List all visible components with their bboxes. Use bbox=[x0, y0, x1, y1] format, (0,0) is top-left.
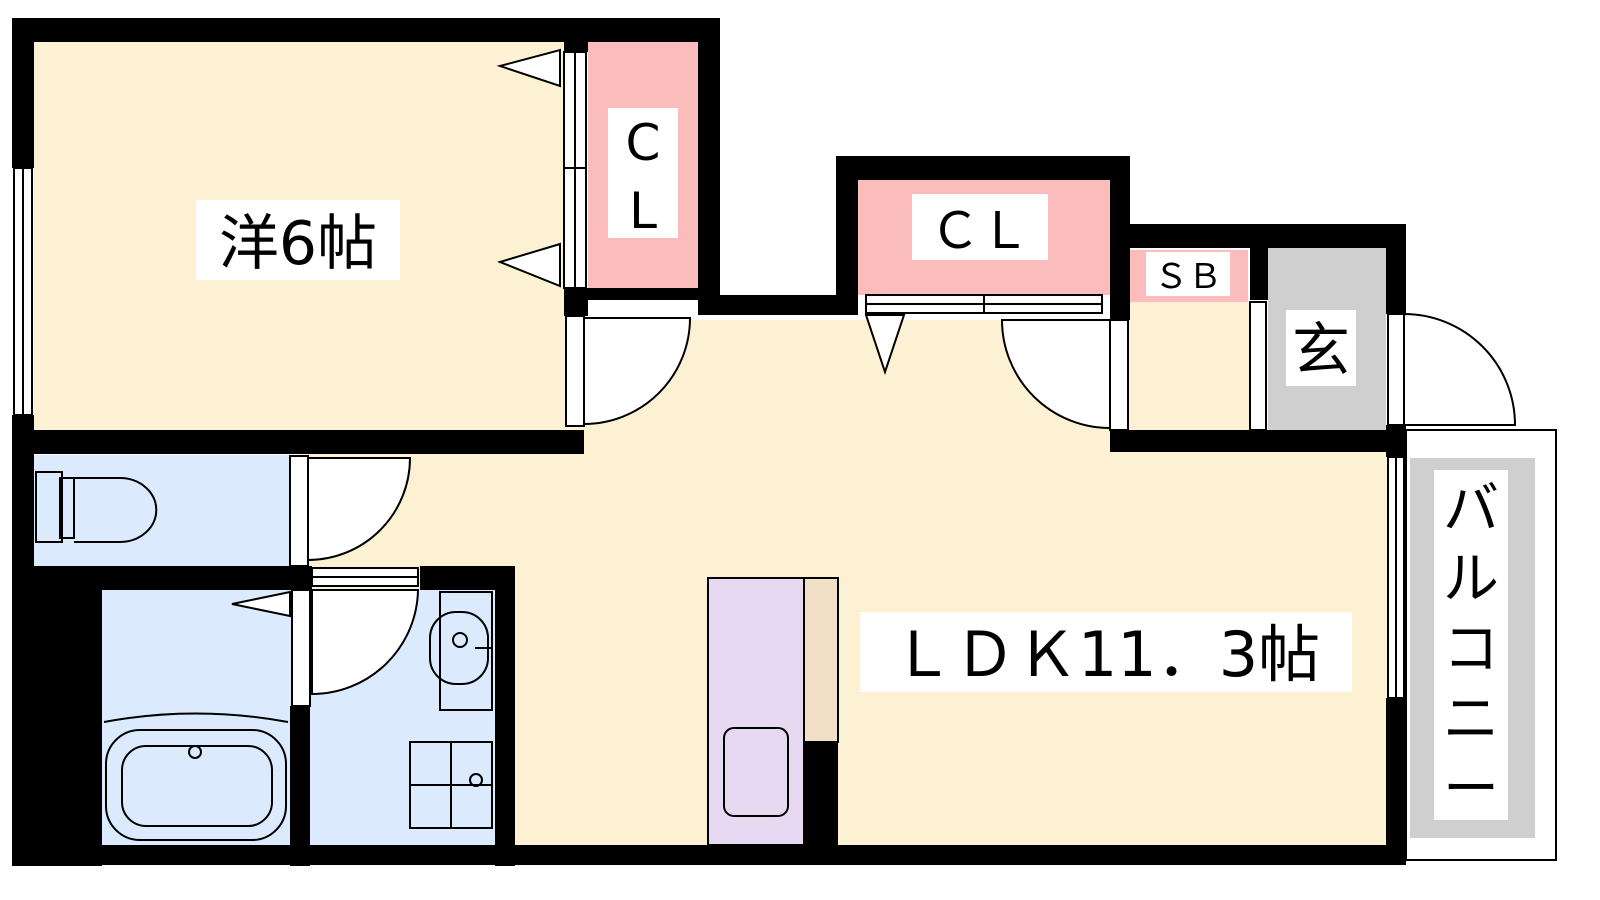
door-western-swing bbox=[583, 317, 692, 426]
sink-icon bbox=[429, 591, 493, 711]
shoe-box-label: ＳＢ bbox=[1154, 257, 1222, 297]
closet-top-door-arrow bbox=[864, 314, 906, 376]
closet-top-label: ＣＬ bbox=[930, 202, 1030, 260]
door-entrance-frame bbox=[1387, 313, 1405, 426]
door-western-frame bbox=[565, 315, 585, 427]
door-washroom-frame bbox=[291, 589, 311, 707]
walls bbox=[12, 18, 1406, 866]
fixtures bbox=[35, 429, 1557, 861]
door-entrance-inner bbox=[1249, 301, 1267, 431]
closet-left-label-c: C bbox=[626, 114, 661, 172]
wall bbox=[495, 566, 515, 866]
labels: 洋6帖 C L ＣＬ ＳＢ 玄 ＬＤＫ11．3帖 バ ル コ ニ ー bbox=[196, 108, 1508, 822]
wall bbox=[12, 845, 1406, 865]
wall bbox=[698, 18, 720, 314]
wall bbox=[1386, 425, 1406, 457]
balcony-label-char: コ bbox=[1443, 617, 1499, 682]
wall bbox=[12, 566, 102, 866]
door-sb-swing bbox=[1000, 319, 1111, 430]
bath-door-arrow bbox=[231, 590, 291, 618]
wall bbox=[836, 156, 858, 300]
closet-door-arrow bbox=[496, 48, 561, 88]
wall bbox=[1110, 224, 1406, 248]
toilet-floor bbox=[34, 455, 294, 567]
ldk-floor bbox=[300, 320, 1395, 858]
bathtub-icon bbox=[103, 712, 289, 841]
balcony-rail bbox=[1405, 429, 1557, 861]
ldk-label: ＬＤＫ11．3帖 bbox=[892, 618, 1320, 691]
balcony-label-char: ル bbox=[1443, 547, 1499, 612]
wall bbox=[564, 288, 720, 300]
wall bbox=[12, 18, 720, 42]
wall bbox=[12, 430, 584, 454]
entrance-label: 玄 bbox=[1292, 316, 1350, 384]
wall bbox=[836, 156, 1130, 180]
windows bbox=[13, 51, 1405, 699]
shoe-box-floor bbox=[1130, 302, 1250, 432]
wall bbox=[12, 18, 34, 168]
toilet-icon bbox=[35, 471, 158, 543]
door-entrance-swing bbox=[1403, 312, 1517, 426]
wall bbox=[564, 42, 588, 52]
wall bbox=[290, 706, 310, 866]
wall bbox=[802, 742, 838, 845]
doors bbox=[231, 48, 1517, 707]
wall bbox=[1386, 224, 1406, 314]
closet-left-label-l: L bbox=[629, 182, 657, 240]
wall bbox=[1386, 698, 1406, 865]
balcony-label-char: ー bbox=[1443, 757, 1499, 822]
closet-door-arrow bbox=[496, 242, 561, 288]
door-toilet-frame bbox=[289, 455, 309, 567]
washing-machine-icon bbox=[409, 741, 493, 829]
wall bbox=[1110, 430, 1406, 452]
balcony-label-char: ニ bbox=[1443, 687, 1499, 752]
western-room-label: 洋6帖 bbox=[219, 209, 377, 279]
door-washroom-swing bbox=[311, 589, 420, 696]
balcony-label-char: バ bbox=[1443, 477, 1499, 542]
door-sb-frame bbox=[1109, 319, 1129, 431]
kitchen-counter bbox=[707, 577, 839, 846]
wall bbox=[698, 295, 858, 315]
door-toilet-swing bbox=[307, 457, 412, 562]
wall bbox=[1250, 248, 1268, 300]
